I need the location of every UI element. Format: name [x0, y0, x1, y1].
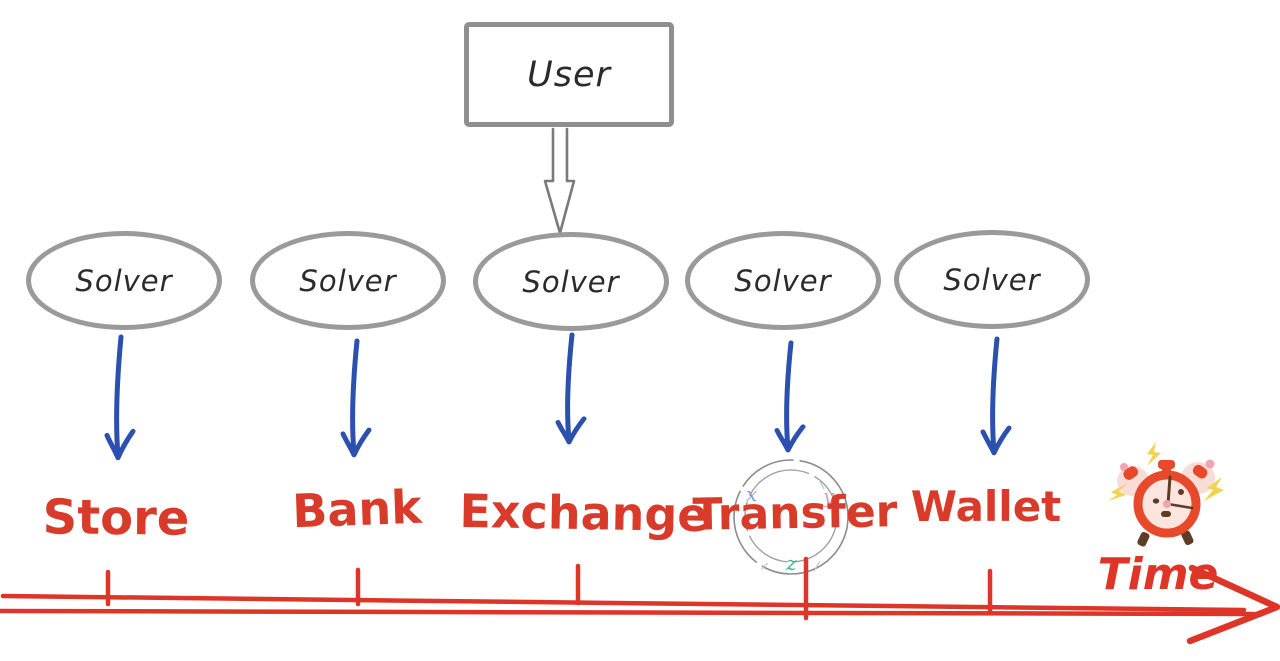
solver-label: Solver [734, 263, 832, 298]
solver-label: Solver [522, 264, 620, 299]
user-box: User [464, 22, 674, 127]
solver-ellipse-3: Solver [473, 232, 669, 331]
user-to-solver-arrow-icon [543, 127, 576, 235]
solver-arrow-icon-1 [104, 334, 136, 461]
target-label-wallet: Wallet [910, 482, 1062, 531]
solver-arrow-icon-5 [980, 336, 1012, 456]
watermark-outer-circle [733, 459, 849, 575]
target-label-transfer: Transfer [692, 486, 898, 541]
timeline-axis [0, 556, 1280, 645]
watermark-letter-x: x [746, 482, 757, 506]
solver-ellipse-2: Solver [250, 231, 446, 330]
target-label-bank: Bank [291, 479, 423, 539]
target-label-exchange: Exchange [459, 483, 709, 543]
spark-top-icon [1147, 442, 1161, 466]
solver-arrow-icon-4 [774, 340, 806, 453]
watermark-inner-circle [744, 469, 838, 563]
target-label-store: Store [42, 489, 190, 547]
solver-arrow-icon-3 [555, 332, 587, 445]
watermark-letter-y: y [822, 484, 835, 508]
solver-ellipse-1: Solver [26, 231, 222, 330]
watermark-letter-z: z [785, 551, 797, 575]
solver-label: Solver [943, 262, 1041, 297]
solver-ellipse-4: Solver [685, 231, 881, 330]
solver-arrow-icon-2 [340, 338, 372, 458]
timeline-line-upper [0, 593, 1247, 613]
alarm-clock-icon [1108, 442, 1224, 547]
timeline-arrowhead-icon [1186, 564, 1280, 645]
solver-ellipse-5: Solver [894, 230, 1090, 329]
spark-left-icon [1108, 483, 1128, 501]
solver-label: Solver [299, 263, 397, 298]
time-label: Time [1097, 549, 1219, 600]
watermark-stamp: x y z [733, 459, 849, 575]
user-label: User [527, 54, 611, 95]
spark-right-icon [1204, 477, 1224, 501]
solver-label: Solver [75, 263, 173, 298]
timeline-line-lower [0, 608, 1257, 617]
